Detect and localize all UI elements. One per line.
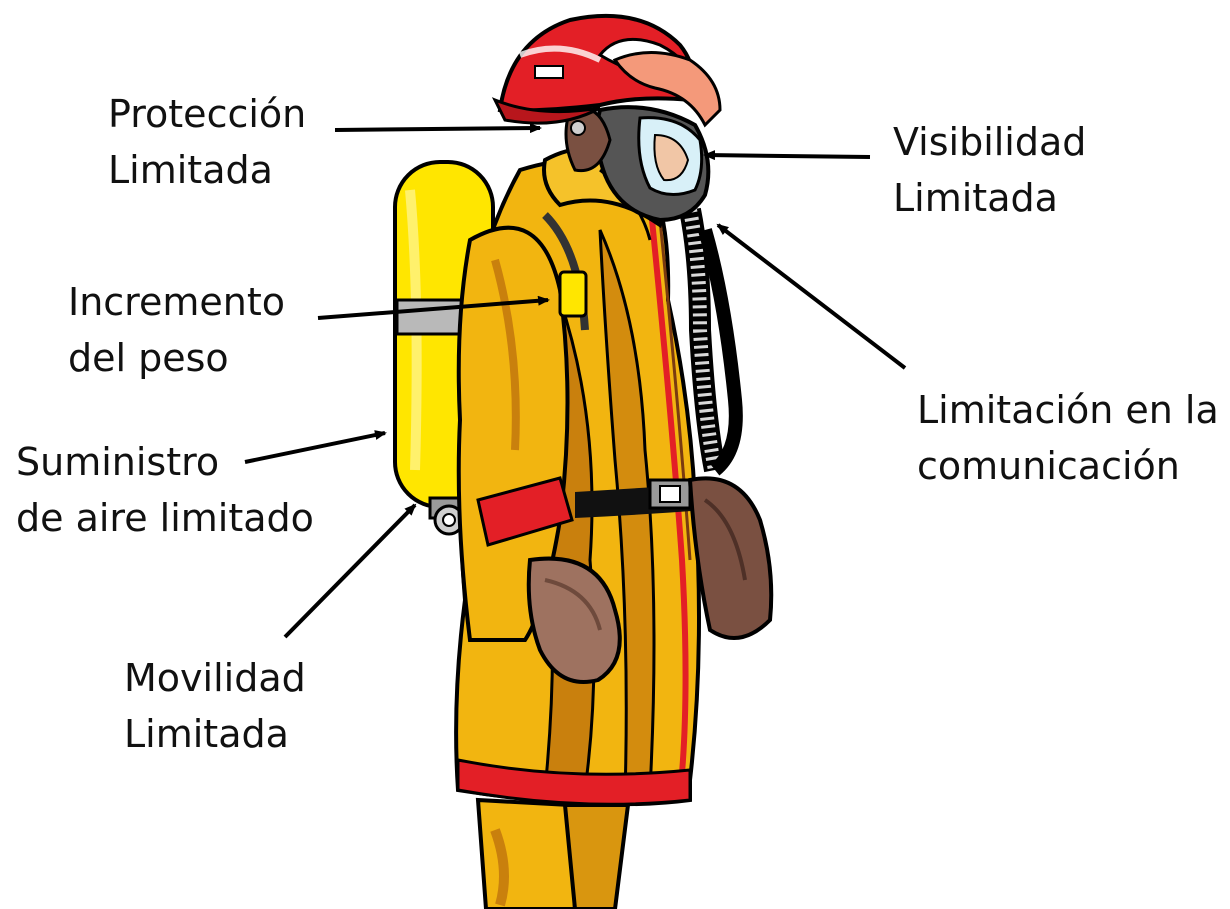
- label-line: Visibilidad: [893, 114, 1086, 170]
- label-line: Protección: [108, 86, 306, 142]
- strap-buckle: [560, 272, 586, 316]
- label-line: Limitada: [108, 142, 306, 198]
- breathing-hose: [690, 210, 736, 470]
- label-incremento-del-peso: Incremento del peso: [68, 274, 285, 386]
- arrow-visibilidad: [705, 155, 870, 157]
- label-visibilidad-limitada: Visibilidad Limitada: [893, 114, 1086, 226]
- label-line: Limitada: [893, 170, 1086, 226]
- arrow-proteccion: [335, 128, 540, 130]
- label-line: Limitada: [124, 706, 306, 762]
- label-line: Incremento: [68, 274, 285, 330]
- legs: [478, 800, 628, 909]
- label-line: de aire limitado: [16, 490, 314, 546]
- label-line: Limitación en la: [917, 382, 1219, 438]
- label-line: Suministro: [16, 434, 314, 490]
- label-suministro-de-aire: Suministro de aire limitado: [16, 434, 314, 546]
- arrow-comunicacion: [718, 225, 905, 368]
- label-line: comunicación: [917, 438, 1219, 494]
- label-proteccion-limitada: Protección Limitada: [108, 86, 306, 198]
- label-movilidad-limitada: Movilidad Limitada: [124, 650, 306, 762]
- label-limitacion-comunicacion: Limitación en la comunicación: [917, 382, 1219, 494]
- label-line: del peso: [68, 330, 285, 386]
- label-line: Movilidad: [124, 650, 306, 706]
